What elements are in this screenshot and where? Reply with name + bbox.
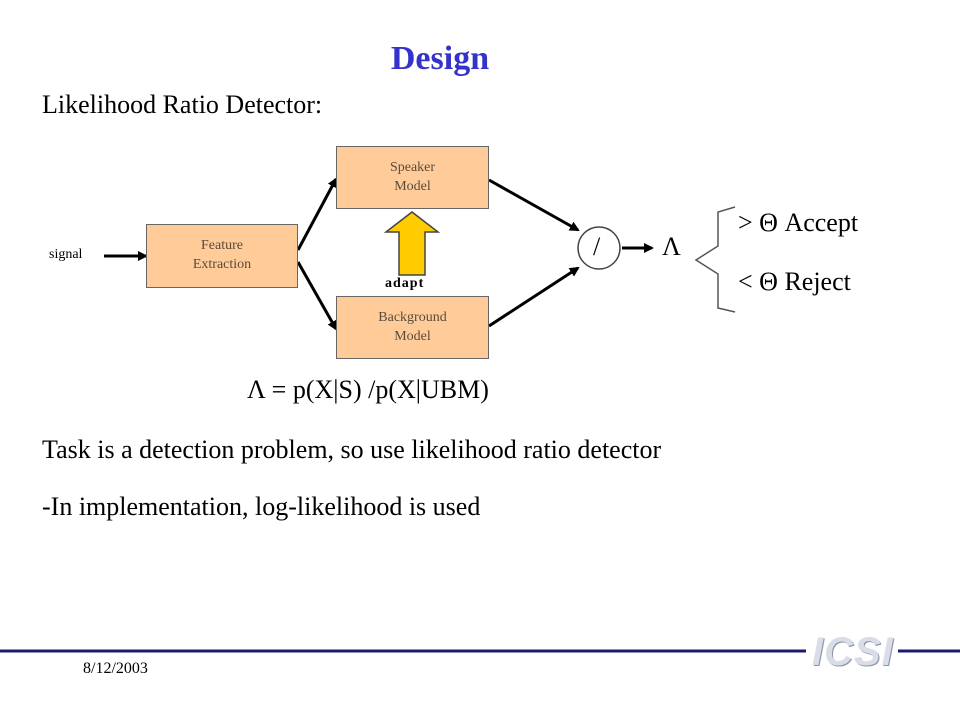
footer-date: 8/12/2003 xyxy=(83,660,148,677)
likelihood-formula: Λ = p(X|S) /p(X|UBM) xyxy=(247,375,489,404)
slide-subtitle: Likelihood Ratio Detector: xyxy=(42,90,323,119)
speaker-model-label: Speaker Model xyxy=(389,159,436,194)
background-model-box: Background Model xyxy=(336,296,489,359)
icsi-logo: ICSI xyxy=(812,630,894,674)
background-model-label: Background Model xyxy=(378,309,447,344)
background-to-divide-arrow xyxy=(488,266,580,328)
signal-label: signal xyxy=(49,247,83,262)
bullet-2: -In implementation, log-likelihood is us… xyxy=(42,492,481,521)
reject-label: < Θ Reject xyxy=(738,267,851,296)
feature-to-background-arrow xyxy=(296,261,338,331)
speaker-to-divide-arrow xyxy=(488,178,580,232)
lambda-label: Λ xyxy=(662,232,681,261)
slide-title: Design xyxy=(390,40,490,77)
decision-bracket xyxy=(694,206,736,313)
bullet-1: Task is a detection problem, so use like… xyxy=(42,435,662,464)
adapt-arrow xyxy=(383,211,441,276)
speaker-model-box: Speaker Model xyxy=(336,146,489,209)
feature-extraction-label: Feature Extraction xyxy=(192,238,252,272)
divide-label: / xyxy=(593,232,601,261)
adapt-label: adapt xyxy=(385,276,425,291)
feature-extraction-box: Feature Extraction xyxy=(146,224,298,288)
divide-node xyxy=(577,226,621,270)
feature-to-speaker-arrow xyxy=(296,177,338,251)
accept-label: > Θ Accept xyxy=(738,208,859,237)
